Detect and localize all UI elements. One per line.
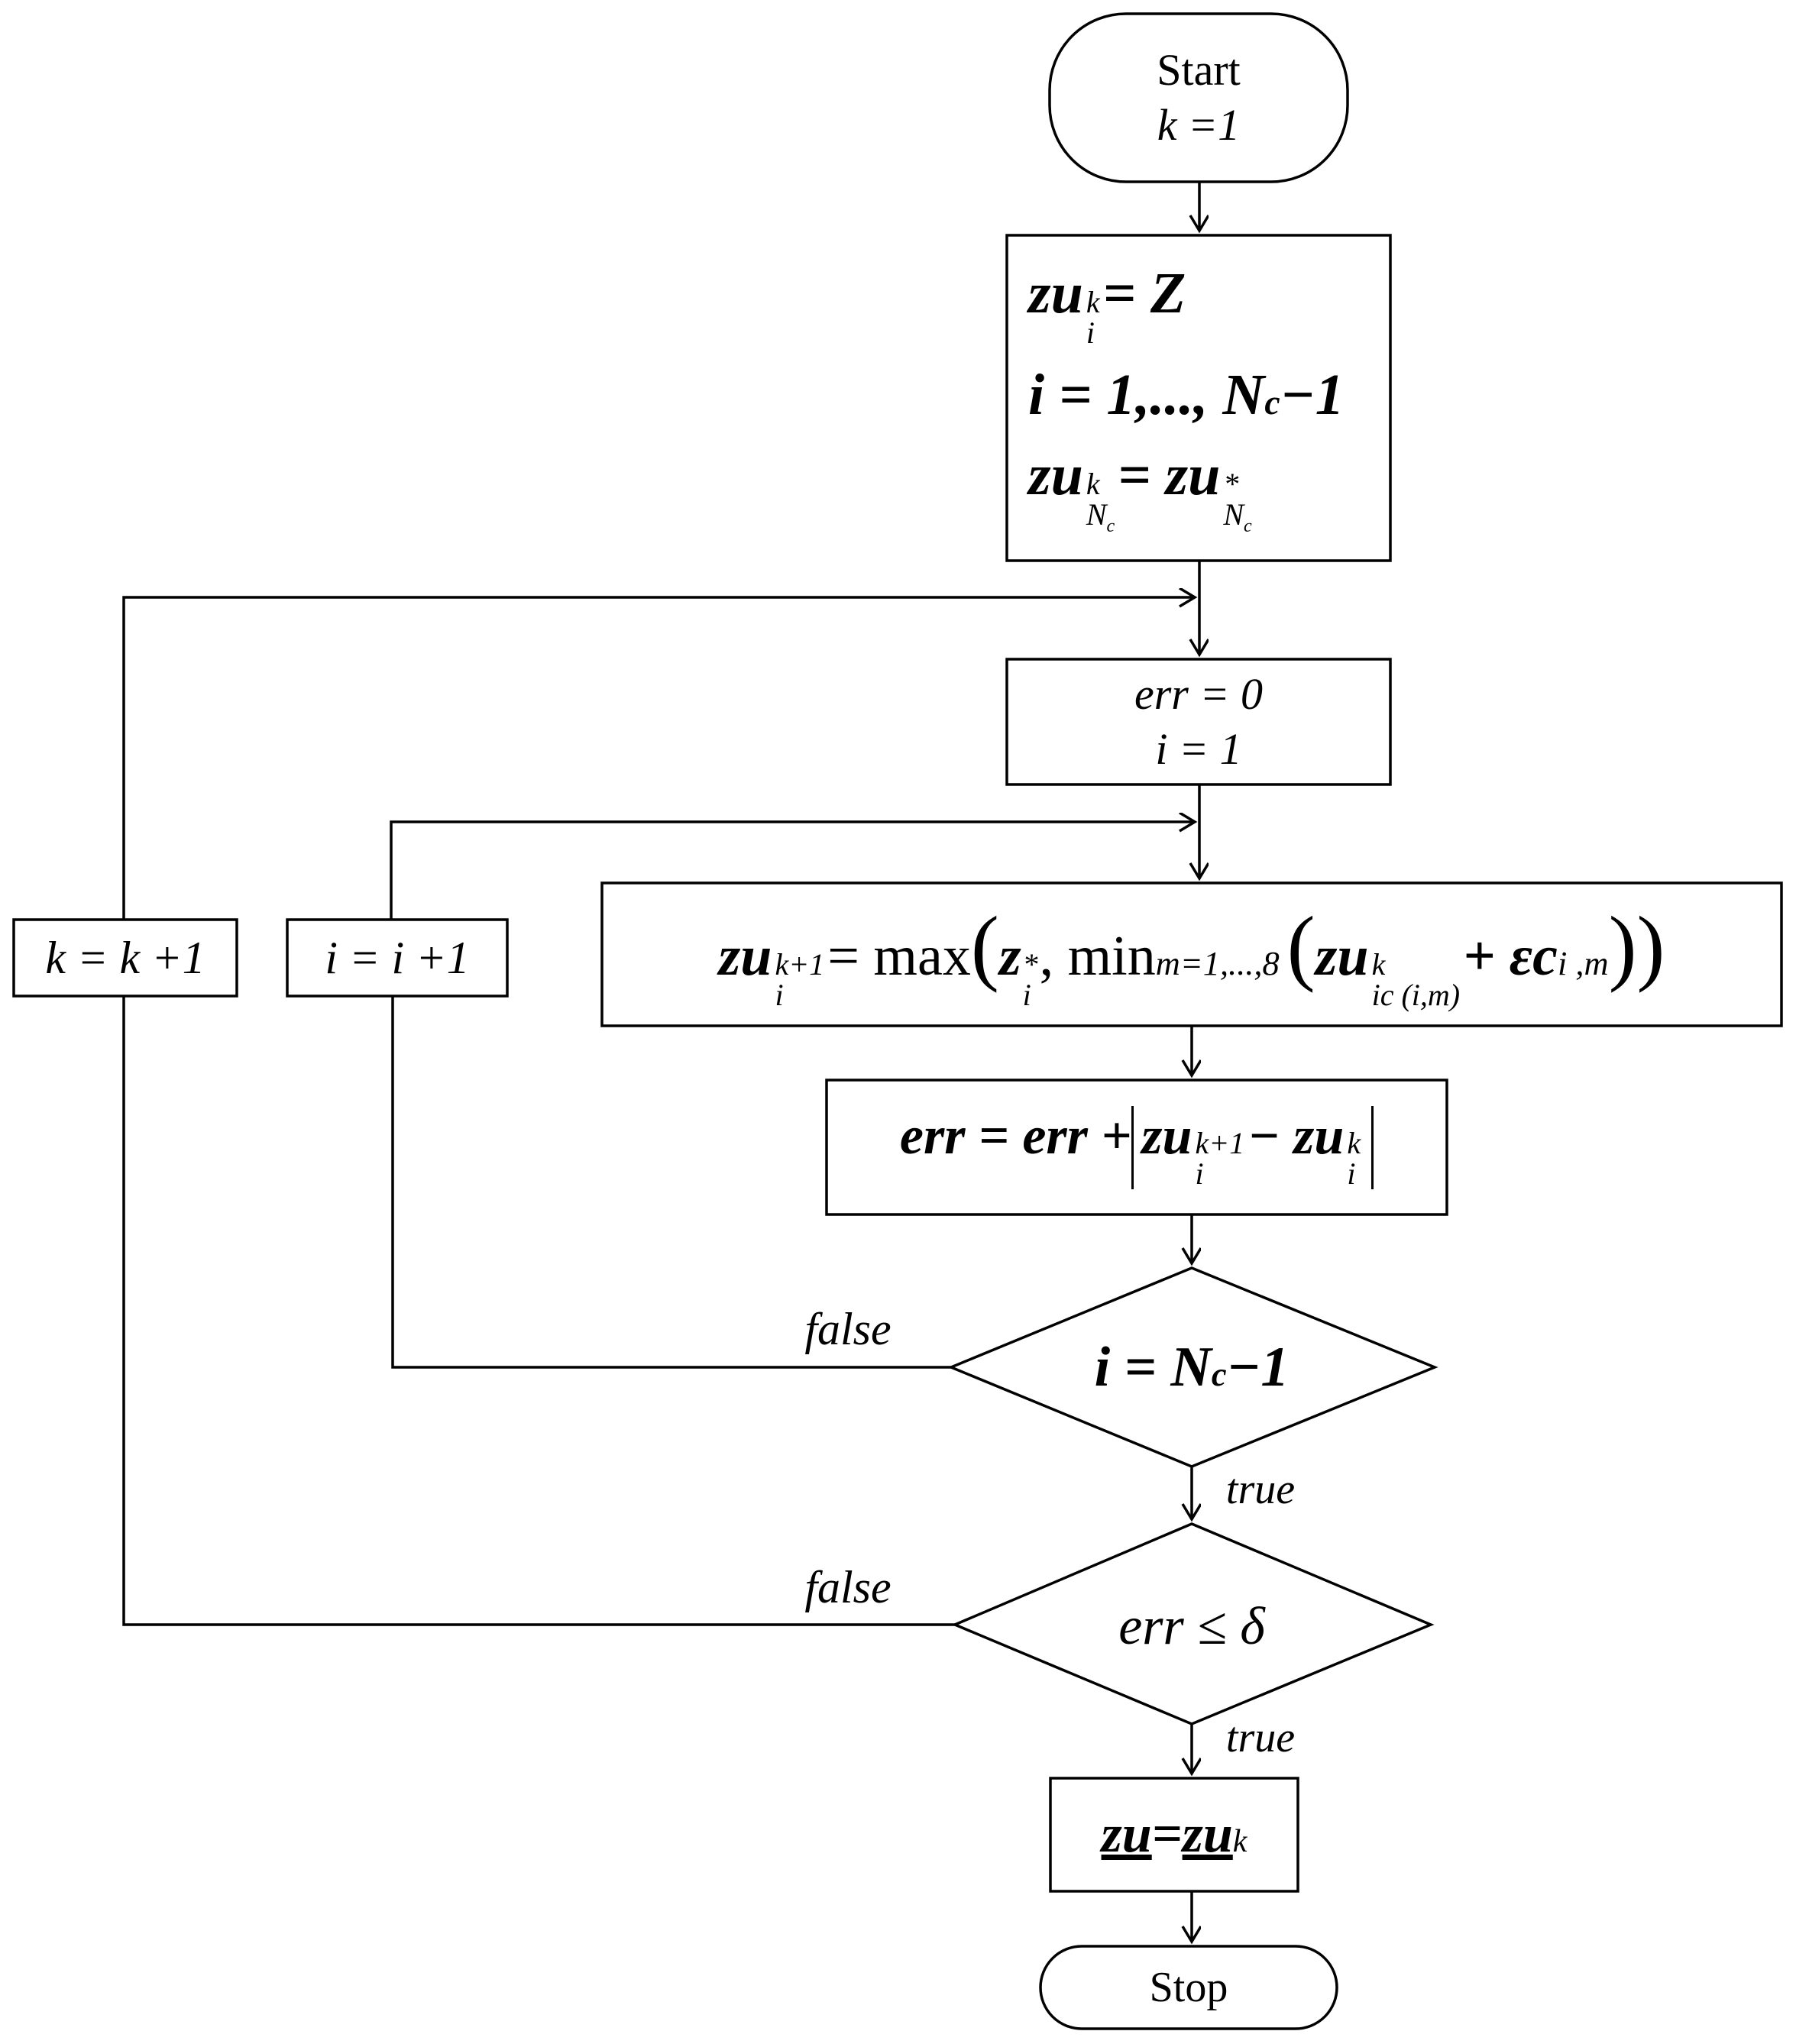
decision-i-text: i = N [1094, 1335, 1212, 1399]
update-zu: zu [718, 925, 772, 988]
inc-i-label: i = i +1 [325, 932, 470, 983]
start-k-init: k =1 [1157, 100, 1241, 150]
init-sub-n-2: N [1223, 497, 1244, 532]
init-minus-one: −1 [1280, 363, 1345, 427]
update-sub: i [775, 978, 784, 1012]
update-z-sup: * [1022, 947, 1038, 982]
init-sub-c-2: c [1106, 516, 1115, 536]
decision-err-label: err ≤ δ [1118, 1597, 1265, 1656]
init-sub-i: i [1086, 315, 1095, 350]
err-update-sub: i [1195, 1156, 1204, 1191]
init-sub-c: c [1264, 383, 1280, 422]
edge-inc-i-return [390, 822, 1195, 920]
inc-k-label: k = k +1 [45, 932, 205, 983]
edge-decision-i-false [391, 996, 951, 1369]
inc-k-box-shape [12, 918, 238, 998]
stop-terminator-shape [1039, 1945, 1338, 2030]
edge-inc-k-return [122, 597, 1195, 920]
init-sub-c-3: c [1244, 516, 1252, 536]
start-label: Start [1157, 44, 1241, 95]
stop-label: Stop [1149, 1964, 1228, 2011]
result-rhs: zu [1182, 1805, 1233, 1864]
err-update-formula: err = err + zu k+1 i − zu k i [899, 1105, 1374, 1191]
init-range: i = 1,..., N [1028, 363, 1265, 427]
update-formula: zu k+1 i = max ( z * i , min m=1,...,8 (… [719, 898, 1665, 1011]
update-max: = max [827, 925, 971, 988]
update-c-sub: i ,m [1557, 944, 1609, 982]
reset-i: i = 1 [1155, 724, 1242, 774]
result-eq: = [1151, 1805, 1183, 1864]
reset-node: err = 0 i = 1 [1007, 659, 1390, 784]
inc-i-node: i = i +1 [287, 920, 507, 996]
err-update-node: err = err + zu k+1 i − zu k i [827, 1080, 1447, 1214]
update-min-sub: m=1,...,8 [1155, 944, 1280, 982]
err-update-sup-2: k [1347, 1125, 1361, 1160]
err-update-box-shape [825, 1079, 1448, 1216]
err-update-abs: zu k+1 i − zu k i [1131, 1105, 1374, 1191]
inc-i-box-shape [286, 918, 509, 998]
edge-label-true-2: true [1225, 1714, 1296, 1761]
init-line-3: zu k Nc = zu * Nc [1028, 442, 1255, 535]
update-z-sub: i [1022, 978, 1031, 1012]
result-box-shape [1049, 1777, 1299, 1893]
edge-label-false-1: false [804, 1303, 892, 1354]
update-inner-zu: zu [1315, 925, 1369, 988]
result-lhs: zu [1101, 1805, 1152, 1864]
edge-label-false-2: false [804, 1561, 892, 1612]
result-formula: zu = zu k [1102, 1804, 1247, 1865]
inc-k-node: k = k +1 [14, 920, 237, 996]
update-paren-open-2: ( [1286, 900, 1315, 994]
result-node: zu = zu k [1050, 1778, 1298, 1891]
init-sub-n: N [1086, 497, 1107, 532]
decision-err-node: err ≤ δ [993, 1573, 1390, 1680]
init-sup-star: * [1223, 467, 1239, 501]
update-plus-eps: + εc [1463, 925, 1558, 988]
update-z: z [998, 925, 1021, 988]
err-update-sup: k+1 [1195, 1125, 1245, 1160]
update-inner-sub: ic (i,m) [1371, 978, 1461, 1012]
update-min: , min [1039, 925, 1156, 988]
init-sup-k-2: k [1086, 467, 1100, 501]
update-paren-open: ( [970, 900, 999, 994]
decision-i-tail: −1 [1226, 1335, 1290, 1399]
init-sup-k: k [1086, 285, 1100, 319]
init-line-1: zu k i = Z [1028, 260, 1186, 348]
decision-i-sub: c [1211, 1354, 1227, 1393]
start-node: Start k =1 [1050, 14, 1348, 182]
err-update-zu: zu [1141, 1106, 1192, 1166]
update-node: zu k+1 i = max ( z * i , min m=1,...,8 (… [602, 883, 1781, 1026]
result-sup: k [1232, 1824, 1247, 1859]
stop-node: Stop [1040, 1946, 1337, 2029]
update-sup: k+1 [775, 947, 825, 982]
init-eq-zu: = zu [1118, 443, 1221, 507]
update-paren-close: )) [1608, 900, 1665, 994]
init-zu-2: zu [1028, 443, 1083, 507]
edge-decision-err-false [122, 996, 955, 1626]
update-inner-sup: k [1371, 947, 1386, 982]
err-update-minus-zu: − zu [1247, 1106, 1345, 1166]
err-update-sub-2: i [1347, 1156, 1356, 1191]
init-eq-z: = Z [1102, 261, 1186, 325]
edge-label-true-1: true [1225, 1466, 1296, 1513]
reset-err: err = 0 [1134, 668, 1264, 719]
err-update-lhs: err = err + [899, 1106, 1132, 1166]
init-zu: zu [1028, 261, 1083, 325]
